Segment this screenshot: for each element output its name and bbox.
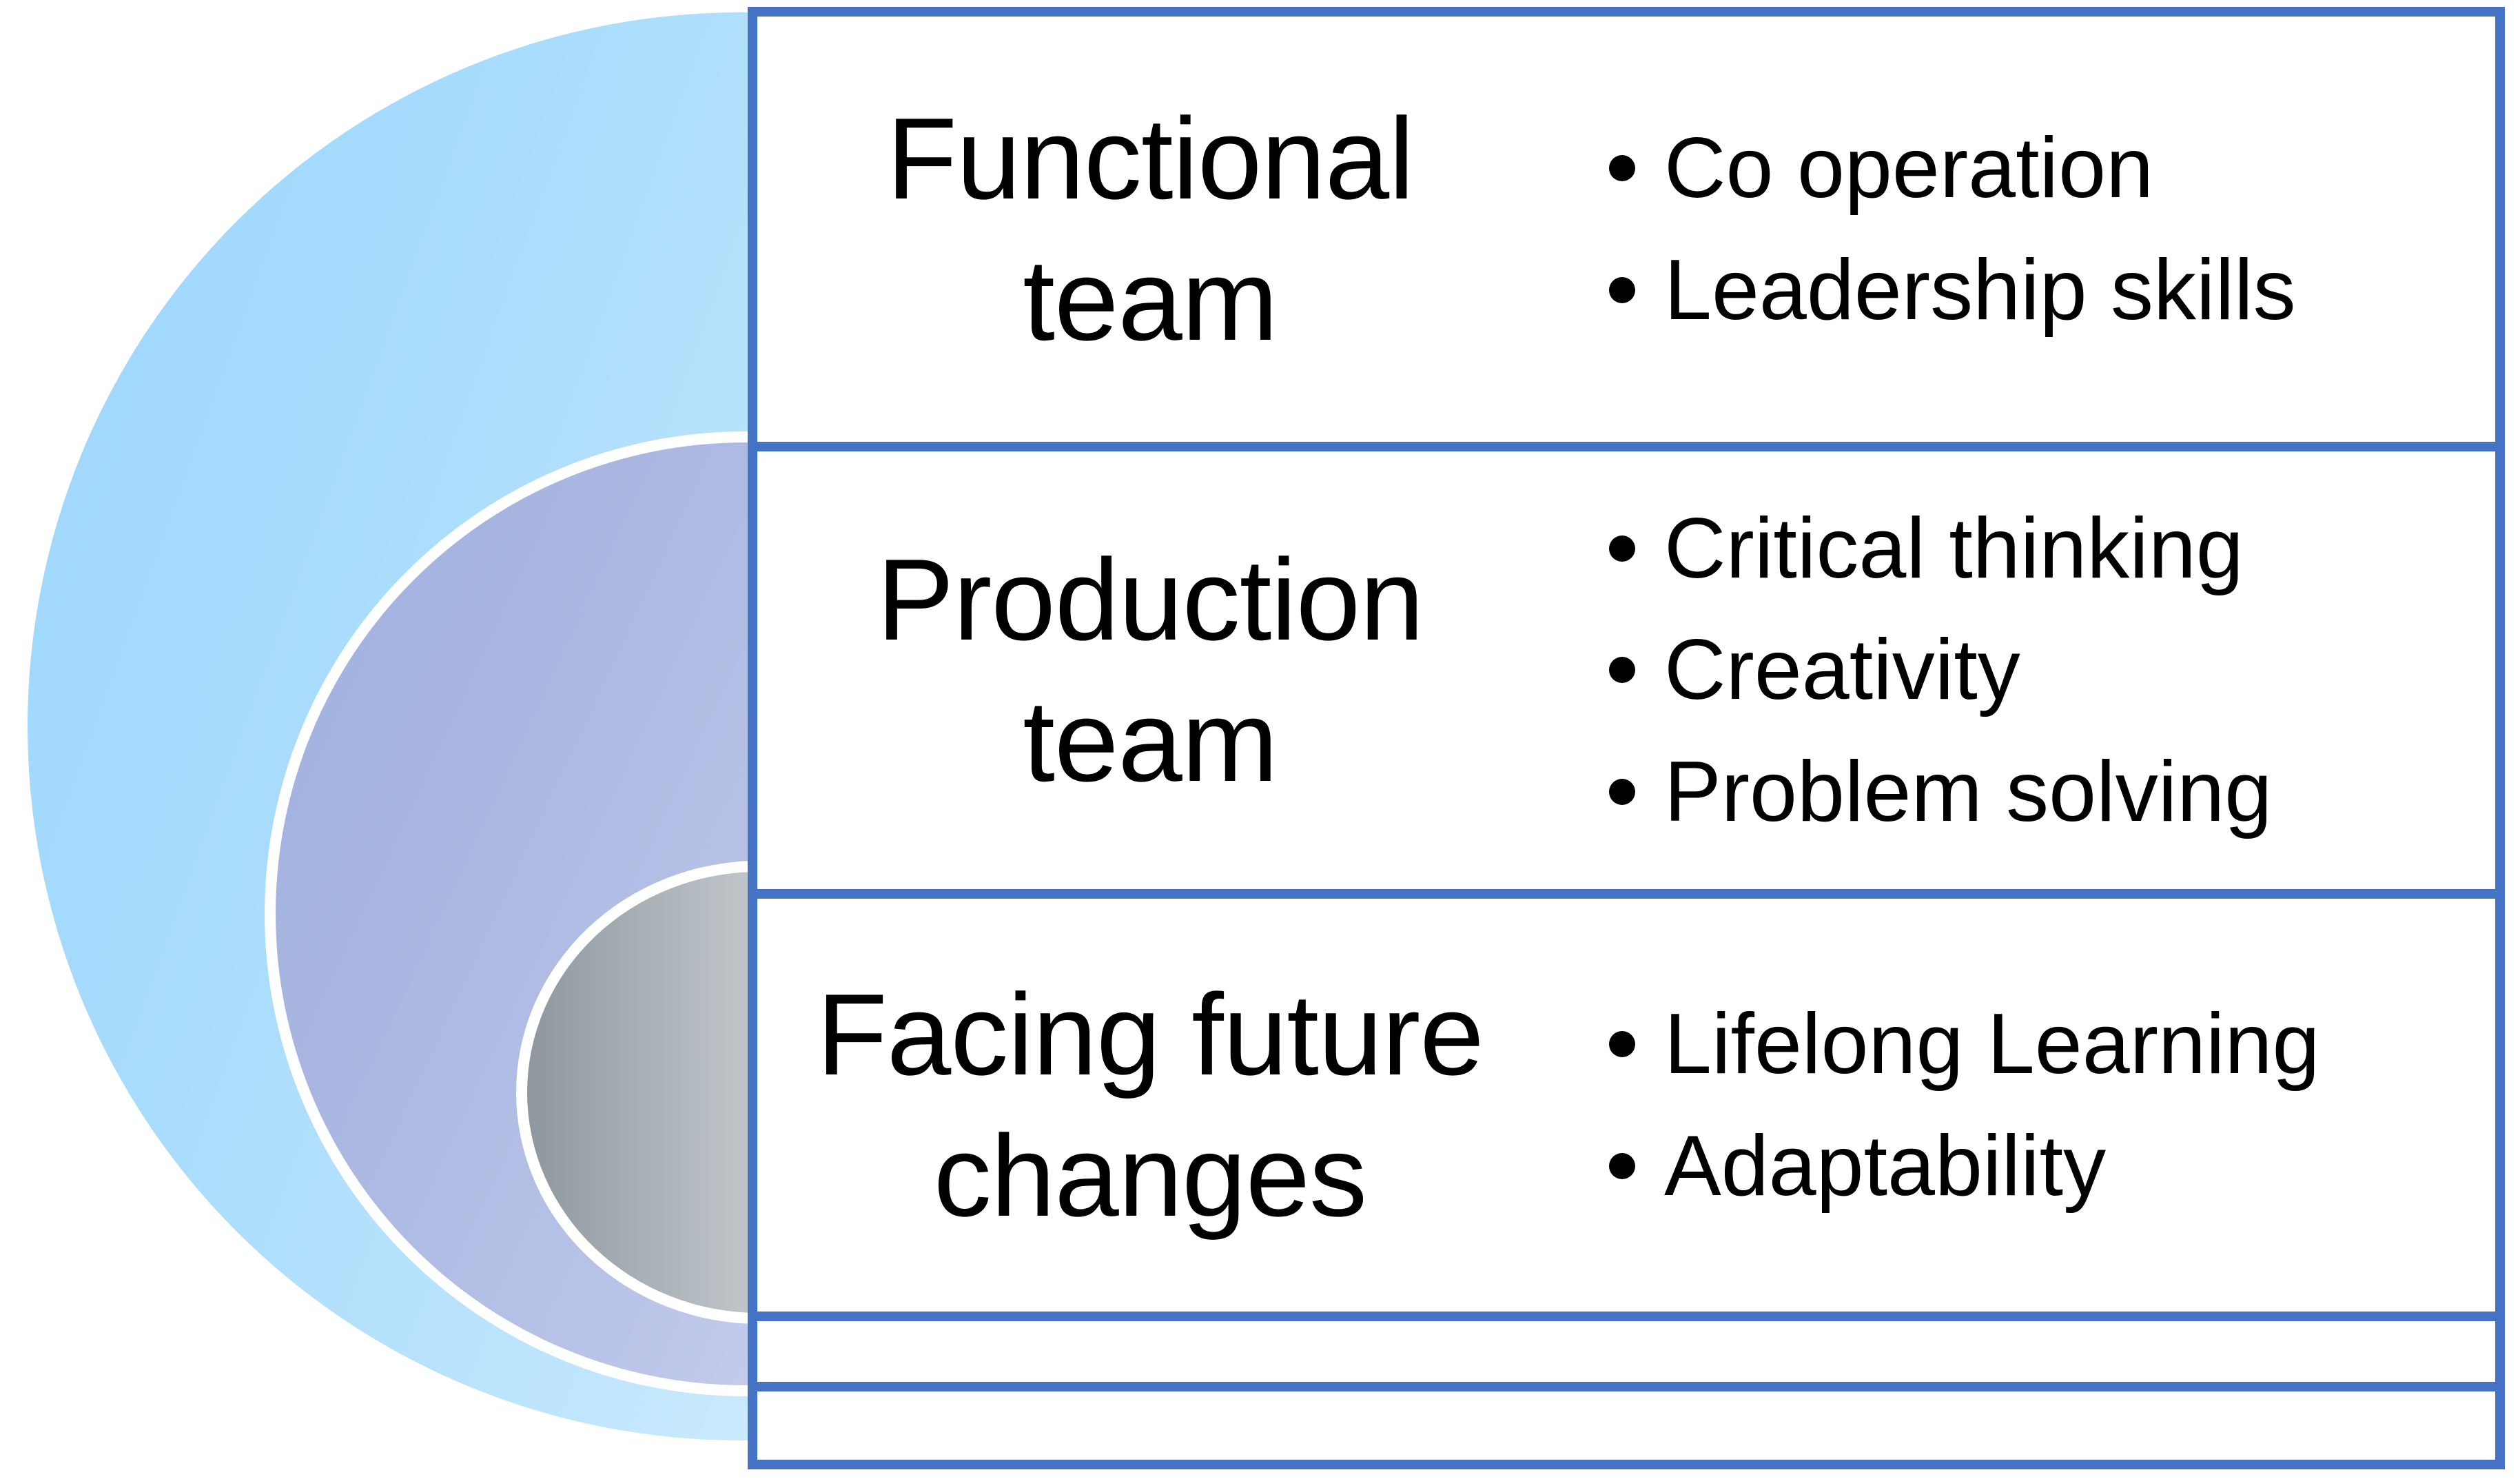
bullet-dot-icon <box>1609 155 1635 182</box>
list-item-label: Lifelong Learning <box>1664 997 2320 1092</box>
list-item-label: Adaptability <box>1664 1118 2107 1214</box>
list-item: Co operation <box>1605 108 2481 229</box>
row-title: Production team <box>877 534 1424 806</box>
list-item-label: Critical thinking <box>1664 501 2244 597</box>
bullet-dot-icon <box>1609 1152 1635 1179</box>
bullet-list: Co operation Leadership skills <box>1605 108 2481 350</box>
bullet-list: Lifelong Learning Adaptability <box>1605 983 2481 1226</box>
row-title-cell: Production team <box>757 529 1543 812</box>
list-item-label: Creativity <box>1664 622 2020 718</box>
list-item: Lifelong Learning <box>1605 983 2481 1105</box>
row-title-cell: Facing future changes <box>757 964 1543 1247</box>
row-items-cell: Lifelong Learning Adaptability <box>1543 983 2495 1226</box>
skills-table: Functional team Co operation Leadership … <box>748 7 2505 1469</box>
row-title: Functional team <box>886 93 1414 365</box>
bullet-dot-icon <box>1609 1031 1635 1058</box>
table-row: Functional team Co operation Leadership … <box>757 17 2495 451</box>
bullet-dot-icon <box>1609 536 1635 562</box>
table-row: Production team Critical thinking Creati… <box>757 451 2495 899</box>
list-item: Leadership skills <box>1605 229 2481 351</box>
list-item: Adaptability <box>1605 1105 2481 1227</box>
list-item: Critical thinking <box>1605 488 2481 609</box>
list-item-label: Problem solving <box>1664 744 2273 839</box>
row-items-cell: Critical thinking Creativity Problem sol… <box>1543 488 2495 852</box>
table-row-empty <box>757 1321 2495 1391</box>
bullet-dot-icon <box>1609 778 1635 805</box>
row-items-cell: Co operation Leadership skills <box>1543 108 2495 350</box>
table-row-empty <box>757 1391 2495 1469</box>
list-item-label: Co operation <box>1664 121 2154 216</box>
list-item-label: Leadership skills <box>1664 242 2296 338</box>
concentric-rings-graphic <box>0 0 751 1479</box>
list-item: Creativity <box>1605 609 2481 731</box>
table-row: Facing future changes Lifelong Learning … <box>757 899 2495 1321</box>
list-item: Problem solving <box>1605 731 2481 853</box>
bullet-dot-icon <box>1609 657 1635 684</box>
row-title-cell: Functional team <box>757 88 1543 371</box>
bullet-dot-icon <box>1609 276 1635 303</box>
bullet-list: Critical thinking Creativity Problem sol… <box>1605 488 2481 852</box>
row-title: Facing future changes <box>817 969 1484 1241</box>
